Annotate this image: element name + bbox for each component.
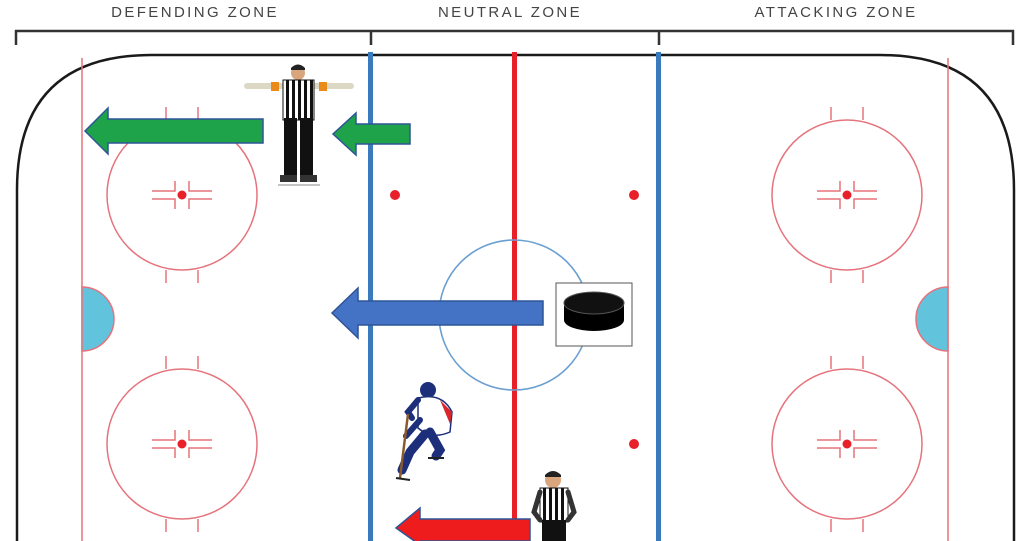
center-red-line: [512, 52, 517, 541]
faceoff-circle-defending-bottom: [107, 356, 257, 532]
faceoff-circle-attacking-top: [772, 107, 922, 283]
goal-crease-left: [82, 287, 114, 351]
red-arrow: [396, 508, 530, 541]
neutral-faceoff-dot: [390, 190, 400, 200]
neutral-faceoff-dot: [629, 439, 639, 449]
faceoff-circle-attacking-bottom: [772, 356, 922, 532]
blue-arrow: [332, 288, 543, 338]
blue-line-right: [656, 52, 661, 541]
zone-brackets: [15, 30, 1014, 45]
hockey-puck-icon: [556, 283, 632, 346]
hockey-player-icon: [396, 382, 452, 480]
goal-crease-right: [916, 287, 948, 351]
green-arrow-large: [85, 108, 263, 154]
neutral-faceoff-dot: [629, 190, 639, 200]
referee-standing-icon: [534, 471, 574, 541]
